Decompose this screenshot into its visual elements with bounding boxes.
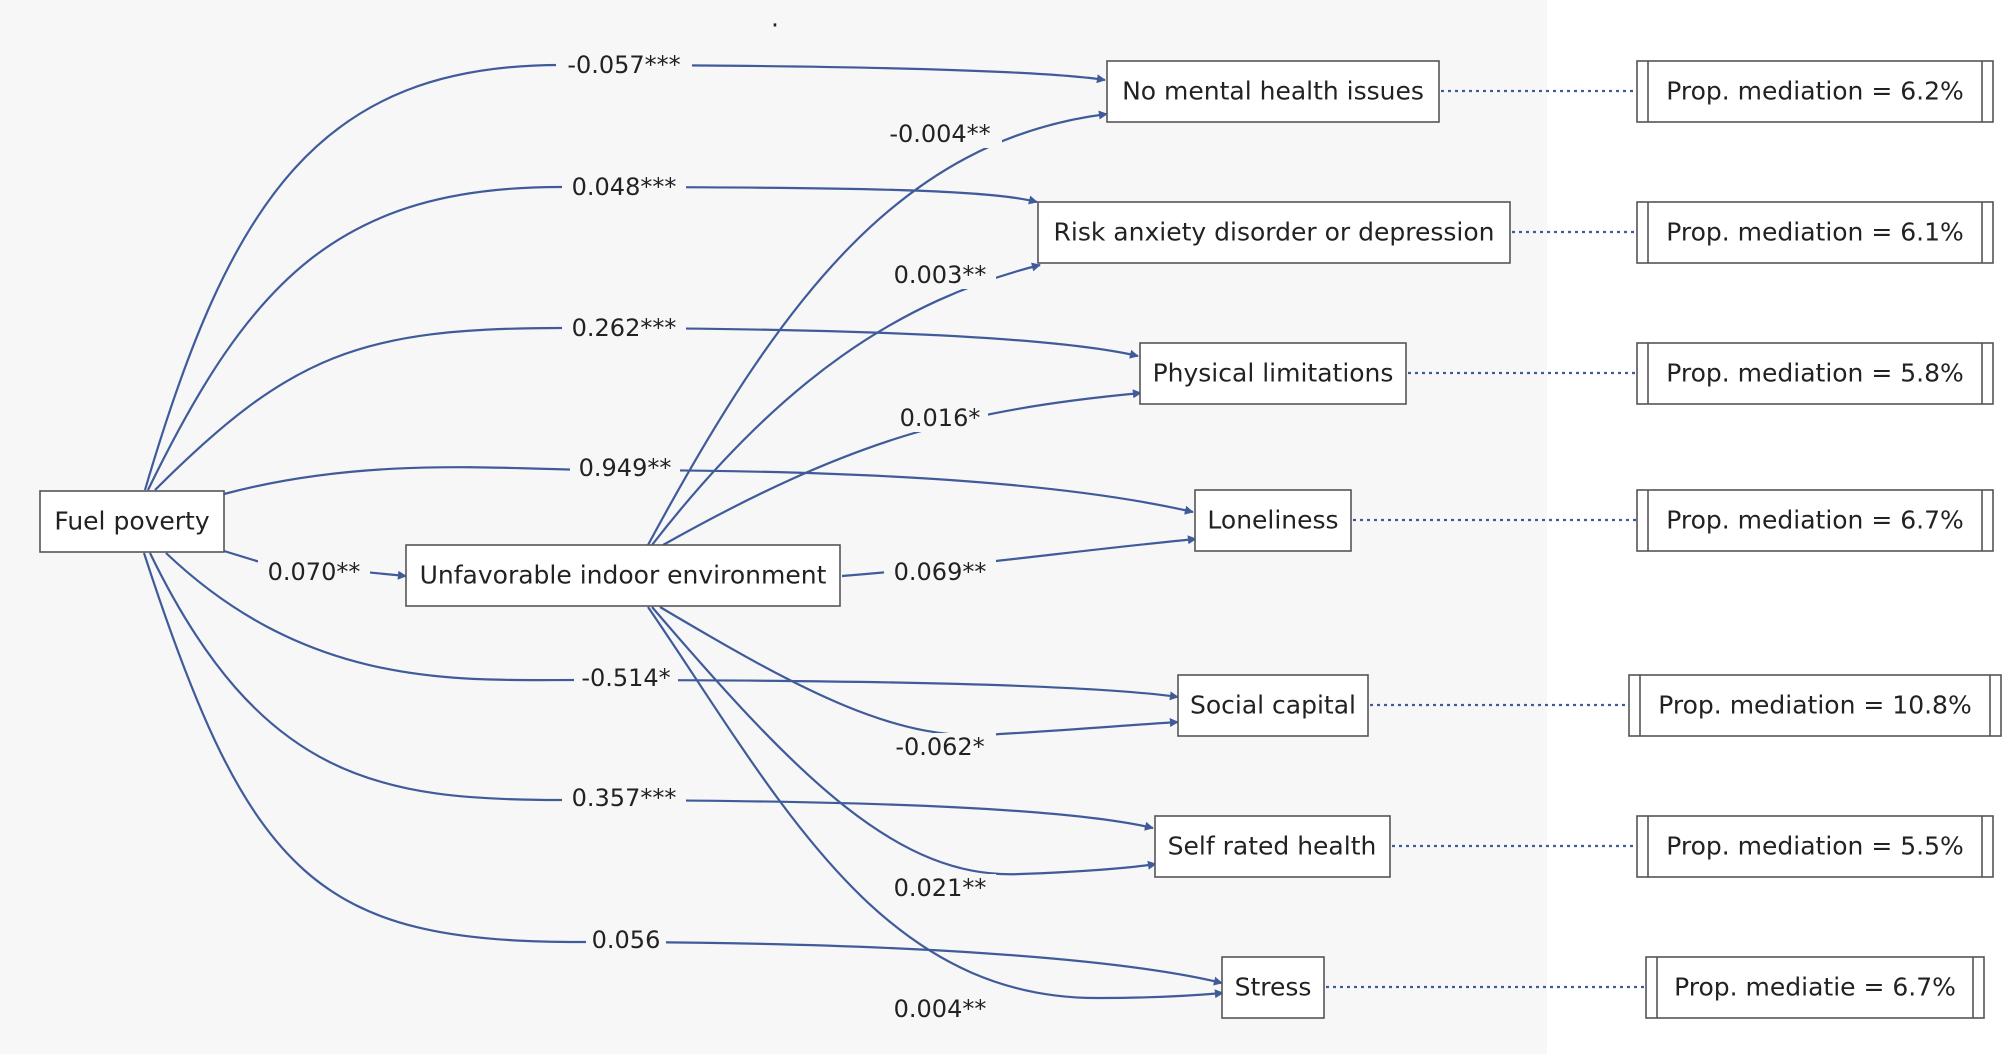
node-fuel-poverty-label: Fuel poverty — [54, 507, 210, 536]
coef-ind-risk: 0.003** — [894, 261, 987, 289]
mediation-social-text: Prop. mediation = 10.8% — [1658, 691, 1971, 720]
coef-ind-social: -0.062* — [895, 733, 984, 761]
coef-fp-indoor: 0.070** — [268, 558, 361, 586]
node-loneliness-label: Loneliness — [1207, 506, 1338, 535]
mediation-stress-text: Prop. mediatie = 6.7% — [1674, 973, 1956, 1002]
mediation-connectors — [1326, 89, 1646, 989]
coef-fp-self-rated: 0.357*** — [572, 784, 677, 812]
node-physical-label: Physical limitations — [1153, 359, 1394, 388]
edge-ind-physical — [662, 389, 1142, 546]
coef-fp-social: -0.514* — [581, 664, 670, 692]
edge-fp-self-rated — [149, 552, 1154, 831]
coef-fp-loneliness: 0.949** — [579, 454, 672, 482]
node-physical-limitations: Physical limitations — [1139, 342, 1407, 405]
edge-fp-risk — [147, 185, 1038, 491]
node-social-capital: Social capital — [1177, 674, 1369, 737]
edge-ind-no-mental — [647, 110, 1108, 546]
mediation-loneliness-text: Prop. mediation = 6.7% — [1666, 506, 1964, 535]
indirect-coefficients: -0.004** 0.003** 0.016* 0.069** -0.062* … — [878, 120, 1002, 1023]
node-indoor-label: Unfavorable indoor environment — [420, 561, 827, 590]
node-stress: Stress — [1221, 956, 1325, 1019]
node-no-mental-label: No mental health issues — [1122, 77, 1424, 106]
coef-fp-physical: 0.262*** — [572, 314, 677, 342]
mediation-box-risk: Prop. mediation = 6.1% — [1636, 201, 1994, 264]
mediation-risk-text: Prop. mediation = 6.1% — [1666, 218, 1964, 247]
node-risk-label: Risk anxiety disorder or depression — [1054, 218, 1495, 247]
edge-ind-stress — [647, 606, 1224, 1000]
mediation-box-loneliness: Prop. mediation = 6.7% — [1636, 489, 1994, 552]
coef-ind-self-rated: 0.021** — [894, 874, 987, 902]
mediation-no-mental-text: Prop. mediation = 6.2% — [1666, 77, 1964, 106]
node-stress-label: Stress — [1235, 973, 1312, 1002]
node-loneliness: Loneliness — [1194, 489, 1352, 552]
edge-fp-loneliness — [223, 466, 1194, 515]
node-no-mental-health: No mental health issues — [1106, 60, 1440, 123]
coef-fp-stress: 0.056 — [592, 926, 661, 954]
mediation-box-physical: Prop. mediation = 5.8% — [1636, 342, 1994, 405]
coef-ind-stress: 0.004** — [894, 995, 987, 1023]
edge-ind-social — [659, 606, 1179, 737]
coef-ind-physical: 0.016* — [900, 404, 981, 432]
edge-fp-stress — [142, 552, 1223, 986]
node-fuel-poverty: Fuel poverty — [39, 490, 225, 553]
mediation-box-social: Prop. mediation = 10.8% — [1628, 674, 2002, 737]
edge-ind-self-rated — [651, 606, 1157, 876]
node-self-rated-label: Self rated health — [1168, 832, 1377, 861]
coef-fp-no-mental: -0.057*** — [567, 51, 680, 79]
node-indoor-environment: Unfavorable indoor environment — [405, 544, 841, 607]
edge-fp-no-mental — [143, 63, 1106, 491]
mediation-physical-text: Prop. mediation = 5.8% — [1666, 359, 1964, 388]
mediation-box-no-mental: Prop. mediation = 6.2% — [1636, 60, 1994, 123]
mediation-box-self-rated: Prop. mediation = 5.5% — [1636, 815, 1994, 878]
node-self-rated-health: Self rated health — [1154, 815, 1391, 878]
coef-ind-no-mental: -0.004** — [889, 120, 990, 148]
mediation-box-stress: Prop. mediatie = 6.7% — [1645, 956, 1985, 1019]
node-social-label: Social capital — [1190, 691, 1356, 720]
node-risk-anxiety: Risk anxiety disorder or depression — [1037, 201, 1511, 264]
stray-mark: . — [771, 4, 779, 33]
coef-fp-risk: 0.048*** — [572, 173, 677, 201]
coef-ind-loneliness: 0.069** — [894, 558, 987, 586]
direct-coefficients: -0.057*** 0.048*** 0.262*** 0.949** -0.5… — [258, 51, 692, 954]
mediation-self-rated-text: Prop. mediation = 5.5% — [1666, 832, 1964, 861]
